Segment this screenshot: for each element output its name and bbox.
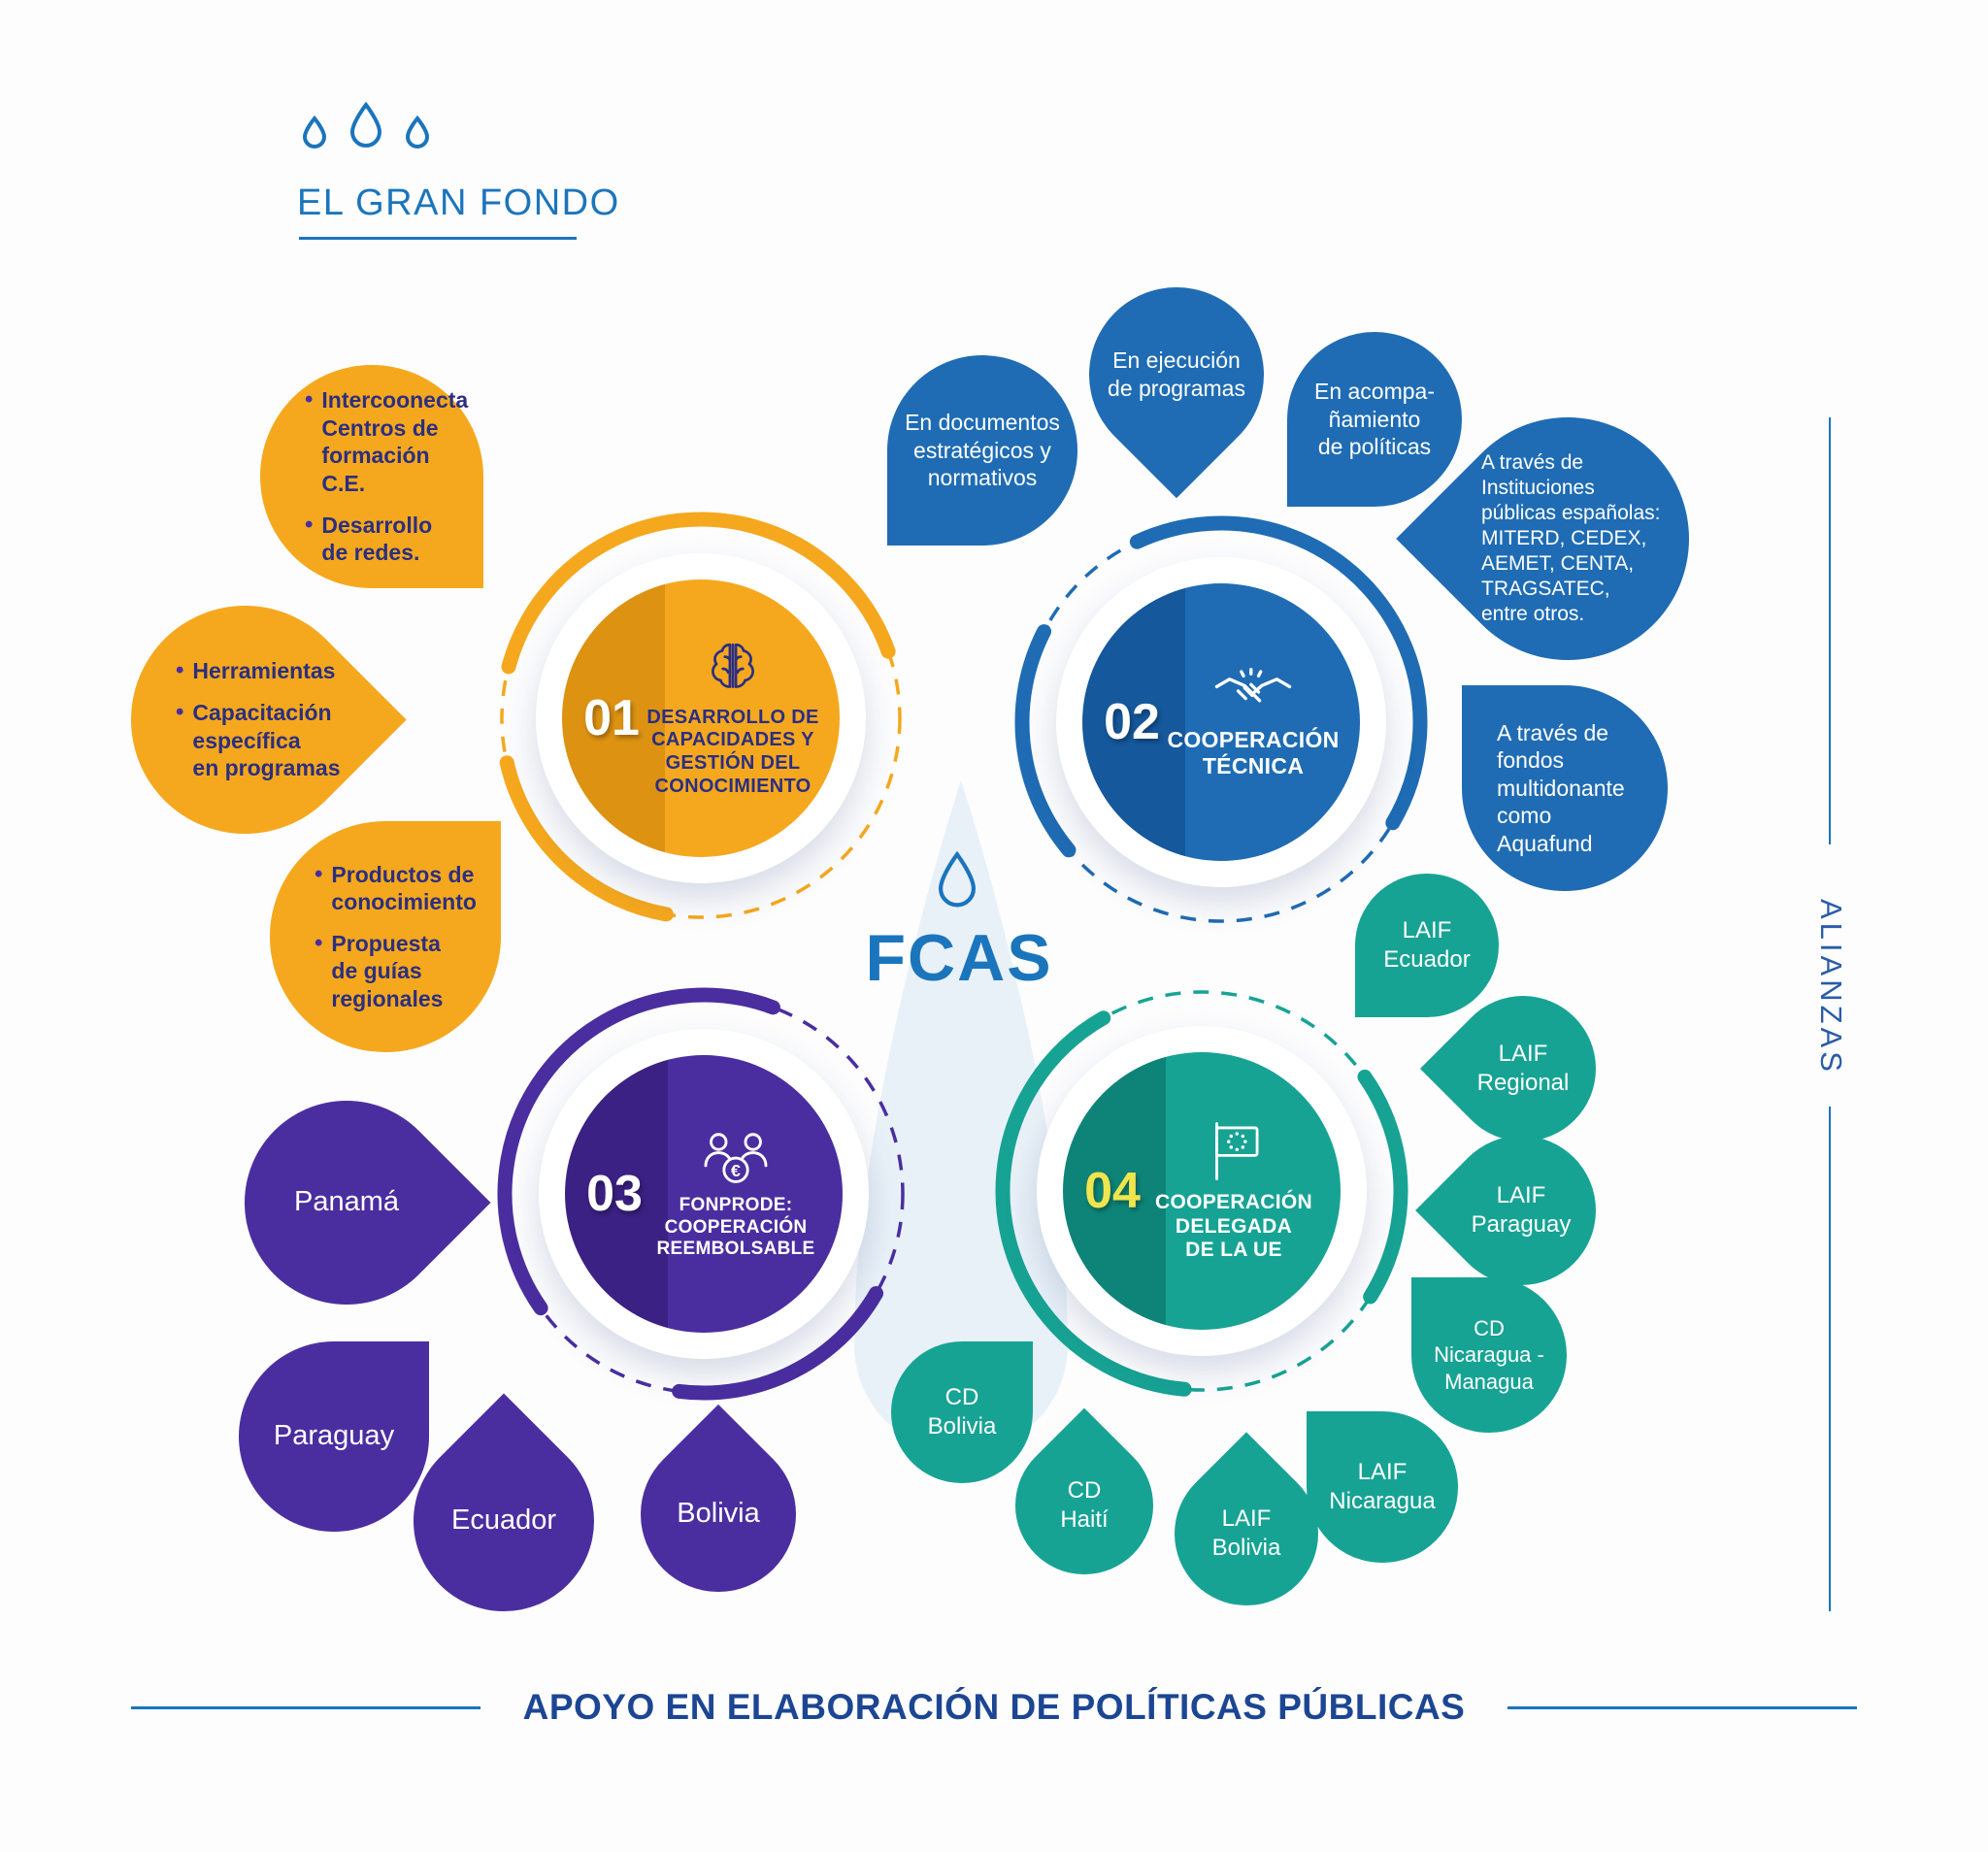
- bubble-acompanamiento: En acompa- ñamiento de políticas: [1287, 332, 1462, 507]
- hub-ring: [995, 984, 1408, 1398]
- bubble-content: CD Bolivia: [927, 1384, 997, 1439]
- bubble-laif-ecuador: LAIF Ecuador: [1355, 874, 1499, 1017]
- hub-ring: [494, 512, 908, 925]
- hub-03-fonprode: 03 € FONPRODE: COOPERACIÓN REEMBOLSABLE: [476, 966, 932, 1422]
- hub-number: 01: [583, 690, 640, 746]
- alianzas-label: ALIANZAS: [1814, 899, 1848, 1075]
- bubble-panama: Panamá: [202, 1058, 491, 1347]
- water-drop-watermark: [854, 780, 1068, 1452]
- svg-text:€: €: [731, 1161, 741, 1180]
- bubble-laif-paraguay: LAIF Paraguay: [1415, 1105, 1627, 1316]
- footer-label: APOYO EN ELABORACIÓN DE POLÍTICAS PÚBLIC…: [522, 1687, 1466, 1727]
- bubble-intercoonecta: Intercoonecta Centros de formación C.E. …: [260, 365, 483, 588]
- hub-title: DESARROLLO DE CAPACIDADES Y GESTIÓN DEL …: [646, 706, 819, 797]
- bubble-content: LAIF Regional: [1476, 1041, 1570, 1096]
- bubble-content: Ecuador: [450, 1505, 556, 1537]
- bubble-content: LAIF Bolivia: [1211, 1505, 1281, 1561]
- bubble-content: Productos de conocimiento Propuesta de g…: [270, 821, 501, 1052]
- bubble-content: Panamá: [293, 1186, 399, 1218]
- bubble-content: En documentos estratégicos y normativos: [905, 410, 1060, 491]
- bubble-shape: [1355, 874, 1499, 1017]
- bubble-cd-haiti: CD Haití: [986, 1407, 1182, 1604]
- bubble-content: LAIF Paraguay: [1471, 1182, 1572, 1238]
- alianzas-line-bottom: [1829, 1107, 1831, 1611]
- hub-number: 02: [1104, 694, 1160, 750]
- brand-title: EL GRAN FONDO: [297, 182, 620, 223]
- brand-underline: [299, 237, 577, 240]
- footer: APOYO EN ELABORACIÓN DE POLÍTICAS PÚBLIC…: [0, 1687, 1988, 1728]
- hub-number: 03: [586, 1166, 643, 1222]
- bubble-content: En acompa- ñamiento de políticas: [1313, 379, 1435, 460]
- bubble-documentos: En documentos estratégicos y normativos: [887, 355, 1077, 546]
- bubble-shape: [891, 1341, 1033, 1483]
- hub-core: 02 COOPERACIÓN TÉCNICA: [1082, 583, 1360, 861]
- bubble-content: LAIF Nicaragua: [1329, 1459, 1436, 1514]
- bubble-laif-nicaragua: LAIF Nicaragua: [1307, 1411, 1458, 1563]
- bubble-content: CD Haití: [1060, 1477, 1109, 1533]
- bubble-ecuador: Ecuador: [376, 1393, 632, 1649]
- people-euro-icon: €: [704, 1133, 768, 1184]
- handshake-icon: [1214, 668, 1292, 703]
- bubble-content: A través de Instituciones públicas españ…: [1481, 450, 1661, 626]
- bubble-paraguay: Paraguay: [239, 1341, 429, 1532]
- water-drops-icon: [302, 101, 430, 149]
- bullet-text: Capacitación específica en programas: [192, 699, 341, 781]
- bubble-laif-bolivia: LAIF Bolivia: [1144, 1432, 1348, 1636]
- bubble-shape: [1307, 1411, 1458, 1563]
- bubble-cd-bolivia: CD Bolivia: [891, 1341, 1033, 1483]
- bubble-shape: [239, 1341, 429, 1532]
- bubble-ejecucion: En ejecución de programas: [1052, 250, 1301, 499]
- bubble-content: Paraguay: [273, 1420, 395, 1452]
- alianzas-line-top: [1829, 417, 1831, 844]
- bubble-content: CD Nicaragua - Managua: [1434, 1316, 1544, 1394]
- bullet-text: Desarrollo de redes.: [321, 512, 433, 566]
- hub-core: 04 COOPERACIÓN DELEGADA DE LA UE: [1063, 1052, 1341, 1330]
- hub-02-cooperacion-tecnica: 02 COOPERACIÓN TÉCNICA: [993, 494, 1449, 950]
- bubble-shape: [1287, 332, 1462, 507]
- bubble-content: A través de fondos multidonante como Aqu…: [1497, 719, 1625, 856]
- bullet-text: Propuesta de guías regionales: [331, 930, 444, 1011]
- bubble-instituciones: A través de Instituciones públicas españ…: [1396, 367, 1740, 711]
- water-drop-icon: [938, 850, 977, 908]
- bubble-shape: [1411, 1277, 1567, 1433]
- bubble-content: En ejecución de programas: [1108, 347, 1245, 401]
- fcas-label: FCAS: [865, 921, 1053, 995]
- hub-number: 04: [1084, 1163, 1141, 1219]
- hub-ring: [1014, 515, 1428, 929]
- bullet-text: Herramientas: [192, 658, 336, 684]
- hub-04-cooperacion-delegada: 04 COOPERACIÓN DELEGADA DE LA UE: [974, 963, 1430, 1419]
- bubble-cd-nicaragua-managua: CD Nicaragua - Managua: [1411, 1277, 1567, 1433]
- bubble-content: Herramientas Capacitación específica en …: [131, 606, 359, 834]
- footer-line-left: [130, 1705, 480, 1709]
- bubble-shape: [887, 355, 1077, 546]
- hub-title: COOPERACIÓN DELEGADA DE LA UE: [1155, 1190, 1312, 1262]
- footer-line-right: [1508, 1705, 1858, 1709]
- hub-title: COOPERACIÓN TÉCNICA: [1167, 726, 1340, 778]
- hub-01-desarrollo: 01 DESARROLLO DE CAPACIDADES Y GESTIÓN D…: [473, 490, 929, 946]
- bubble-productos: Productos de conocimiento Propuesta de g…: [270, 821, 501, 1052]
- hub-core: 01 DESARROLLO DE CAPACIDADES Y GESTIÓN D…: [562, 579, 840, 857]
- brain-icon: [712, 643, 754, 688]
- bullet-text: Productos de conocimiento: [331, 861, 477, 915]
- hub-ring: [497, 987, 911, 1401]
- bubble-herramientas: Herramientas Capacitación específica en …: [83, 558, 407, 881]
- hub-core: 03 € FONPRODE: COOPERACIÓN REEMBOLSABLE: [565, 1055, 843, 1333]
- bubble-bolivia: Bolivia: [608, 1404, 829, 1625]
- eu-flag-icon: [1215, 1121, 1259, 1180]
- bullet-text: Intercoonecta Centros de formación C.E.: [321, 387, 469, 496]
- bubble-laif-regional: LAIF Regional: [1419, 965, 1627, 1173]
- bubble-shape: [1462, 685, 1668, 891]
- bubble-content: LAIF Ecuador: [1383, 917, 1471, 973]
- bubble-fondos-multidonante: A través de fondos multidonante como Aqu…: [1462, 685, 1668, 891]
- bubble-content: Intercoonecta Centros de formación C.E. …: [260, 365, 483, 588]
- hub-title: FONPRODE: COOPERACIÓN REEMBOLSABLE: [656, 1195, 815, 1260]
- bubble-content: Bolivia: [677, 1498, 760, 1530]
